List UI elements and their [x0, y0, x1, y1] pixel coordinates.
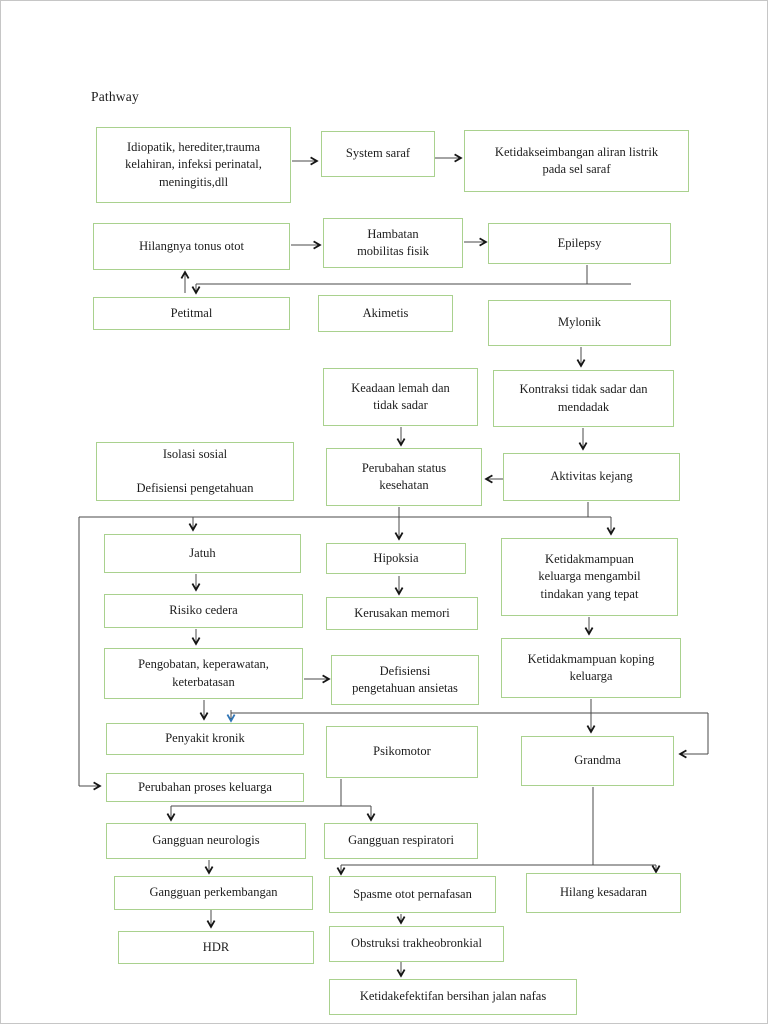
node-kontraksi: Kontraksi tidak sadar dan mendadak — [493, 370, 674, 427]
node-epilepsy: Epilepsy — [488, 223, 671, 264]
node-spasme-otot: Spasme otot pernafasan — [329, 876, 496, 913]
node-penyakit-kronik: Penyakit kronik — [106, 723, 304, 755]
node-kerusakan-memori: Kerusakan memori — [326, 597, 478, 630]
node-ketidakmampuan-keluarga: Ketidakmampuan keluarga mengambil tindak… — [501, 538, 678, 616]
page-title: Pathway — [91, 89, 139, 104]
node-akimetis: Akimetis — [318, 295, 453, 332]
node-hilangnya-tonus: Hilangnya tonus otot — [93, 223, 290, 270]
node-gangguan-neurologis: Gangguan neurologis — [106, 823, 306, 859]
node-defisiensi-ansietas: Defisiensi pengetahuan ansietas — [331, 655, 479, 705]
node-risiko-cedera: Risiko cedera — [104, 594, 303, 628]
node-gangguan-respiratori: Gangguan respiratori — [324, 823, 478, 859]
node-aktivitas-kejang: Aktivitas kejang — [503, 453, 680, 501]
node-mylonik: Mylonik — [488, 300, 671, 346]
node-grandma: Grandma — [521, 736, 674, 786]
node-hambatan-mobilitas: Hambatan mobilitas fisik — [323, 218, 463, 268]
node-ketidakseimbangan: Ketidakseimbangan aliran listrik pada se… — [464, 130, 689, 192]
node-petitmal: Petitmal — [93, 297, 290, 330]
node-pengobatan: Pengobatan, keperawatan, keterbatasan — [104, 648, 303, 699]
node-causes: Idiopatik, herediter,trauma kelahiran, i… — [96, 127, 291, 203]
node-koping-keluarga: Ketidakmampuan koping keluarga — [501, 638, 681, 698]
node-jatuh: Jatuh — [104, 534, 301, 573]
node-ketidakefektifan: Ketidakefektifan bersihan jalan nafas — [329, 979, 577, 1015]
node-perubahan-status: Perubahan status kesehatan — [326, 448, 482, 506]
node-hilang-kesadaran: Hilang kesadaran — [526, 873, 681, 913]
node-psikomotor: Psikomotor — [326, 726, 478, 778]
node-isolasi-sosial: Isolasi sosial Defisiensi pengetahuan — [96, 442, 294, 501]
node-keadaan-lemah: Keadaan lemah dan tidak sadar — [323, 368, 478, 426]
node-hdr: HDR — [118, 931, 314, 964]
node-gangguan-perkembangan: Gangguan perkembangan — [114, 876, 313, 910]
node-hipoksia: Hipoksia — [326, 543, 466, 574]
node-obstruksi: Obstruksi trakheobronkial — [329, 926, 504, 962]
node-perubahan-proses: Perubahan proses keluarga — [106, 773, 304, 802]
node-system-saraf: System saraf — [321, 131, 435, 177]
